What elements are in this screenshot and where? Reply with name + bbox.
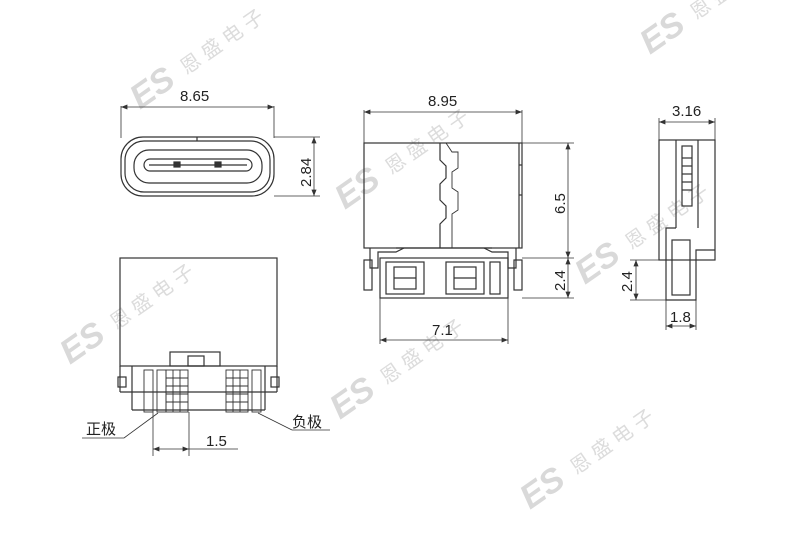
end-view xyxy=(630,118,716,330)
label-positive: 正极 xyxy=(86,421,116,438)
dim-front-height: 2.84 xyxy=(298,158,315,187)
watermark-logo: ES xyxy=(633,4,692,61)
watermark-text: 恩 盛 电 子 xyxy=(381,105,473,179)
watermark-logo: ES xyxy=(53,314,112,371)
bottom-view xyxy=(82,257,330,456)
dim-end-width: 3.16 xyxy=(672,103,701,120)
front-view xyxy=(120,104,320,197)
label-negative: 负极 xyxy=(292,414,322,431)
watermark-text: 恩 盛 电 子 xyxy=(621,180,713,254)
watermark-logo: ES xyxy=(513,459,572,516)
dim-end-lower: 2.4 xyxy=(619,271,636,292)
dim-end-foot: 1.8 xyxy=(670,309,691,326)
watermark-logo: ES xyxy=(123,59,182,116)
watermark-text: 恩 盛 电 子 xyxy=(176,5,268,79)
dim-side-foot: 7.1 xyxy=(432,322,453,339)
dim-side-lower: 2.4 xyxy=(552,270,569,291)
dim-side-width: 8.95 xyxy=(428,93,457,110)
watermark-text: 恩 盛 电 子 xyxy=(566,405,658,479)
watermark-text: 恩 盛 电 子 xyxy=(376,315,468,389)
watermark-logo: ES xyxy=(328,159,387,216)
side-view xyxy=(363,109,574,344)
dim-front-width: 8.65 xyxy=(180,88,209,105)
watermark-logo: ES xyxy=(323,369,382,426)
dim-pin-pitch: 1.5 xyxy=(206,433,227,450)
watermark-text: 恩 盛 电 子 xyxy=(686,0,778,24)
dim-side-height: 6.5 xyxy=(552,193,569,214)
